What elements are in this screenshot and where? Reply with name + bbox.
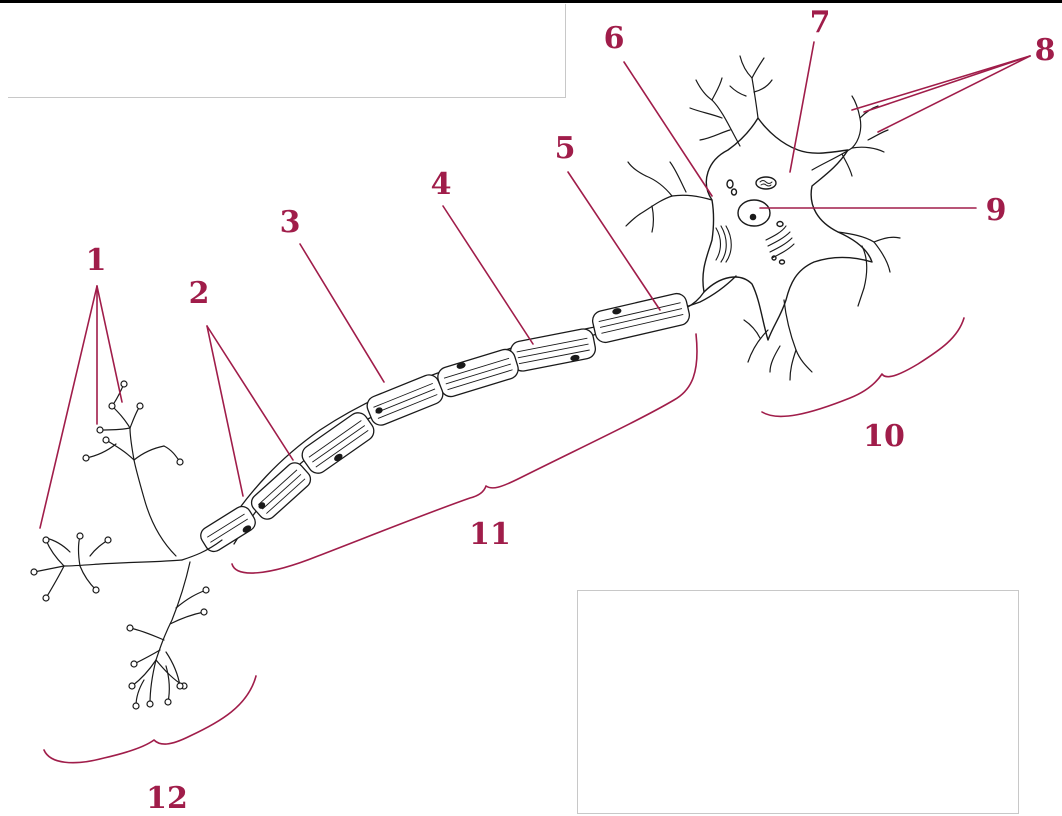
label-8: 8 bbox=[1035, 33, 1056, 68]
leader-4 bbox=[443, 206, 533, 344]
myelin-sheaths bbox=[197, 292, 691, 555]
leader-1 bbox=[40, 286, 97, 528]
brace-10 bbox=[762, 318, 964, 416]
leader-3 bbox=[300, 244, 384, 382]
leader-2 bbox=[207, 326, 243, 496]
label-3: 3 bbox=[280, 205, 301, 240]
leader-6 bbox=[624, 62, 712, 196]
label-9: 9 bbox=[986, 193, 1007, 228]
label-11: 11 bbox=[469, 517, 511, 552]
synaptic-knobs bbox=[31, 381, 209, 709]
answer-box-bottom bbox=[577, 590, 1019, 814]
leader-8 bbox=[852, 56, 1030, 110]
dendrites bbox=[626, 56, 900, 380]
answer-box-top bbox=[8, 4, 566, 98]
label-4: 4 bbox=[431, 167, 452, 202]
label-5: 5 bbox=[555, 131, 576, 166]
label-2: 2 bbox=[189, 276, 210, 311]
label-6: 6 bbox=[604, 21, 625, 56]
label-1: 1 bbox=[86, 243, 107, 278]
label-7: 7 bbox=[810, 5, 831, 40]
label-12: 12 bbox=[146, 781, 188, 816]
brace-12 bbox=[44, 676, 256, 763]
label-10: 10 bbox=[863, 419, 905, 454]
leader-5 bbox=[568, 172, 660, 310]
nucleus bbox=[738, 200, 770, 226]
